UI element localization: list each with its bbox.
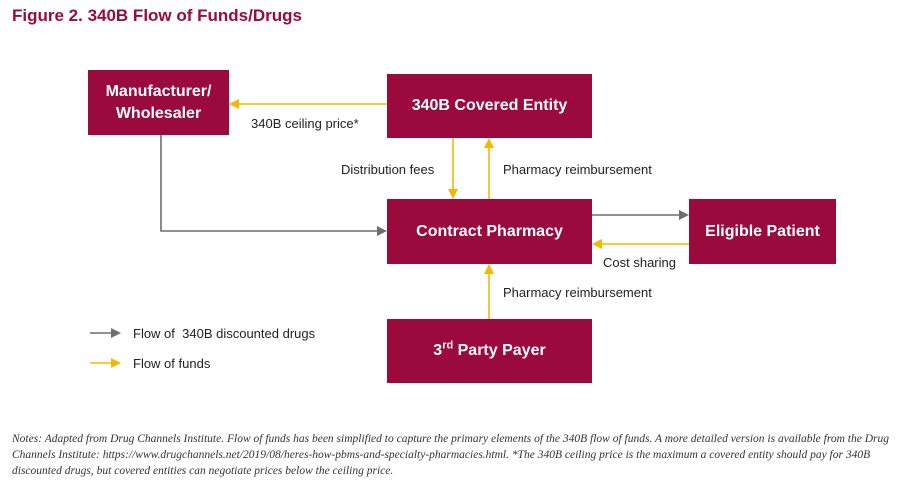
node-covered-entity: 340B Covered Entity	[387, 74, 592, 138]
drug-flow-manufacturer-to-pharmacy-arrow	[160, 135, 387, 236]
payer-prefix: 3	[433, 342, 443, 359]
label-cost-sharing: Cost sharing	[603, 255, 676, 270]
node-covered-entity-label: 340B Covered Entity	[411, 97, 568, 114]
label-pharmacy-reimbursement-top: Pharmacy reimbursement	[503, 162, 652, 177]
node-third-party-payer-label: 3rd Party Payer	[433, 340, 545, 362]
label-pharmacy-reimbursement-bottom: Pharmacy reimbursement	[503, 285, 652, 300]
payer-rest: Party Payer	[453, 342, 546, 359]
node-eligible-patient-label: Eligible Patient	[705, 222, 820, 240]
label-distribution-fees: Distribution fees	[341, 162, 435, 177]
node-third-party-payer: 3rd Party Payer	[387, 319, 592, 383]
node-contract-pharmacy: Contract Pharmacy	[387, 199, 592, 264]
label-ceiling-price: 340B ceiling price*	[251, 116, 359, 131]
node-eligible-patient: Eligible Patient	[689, 199, 836, 264]
legend-drugs-label: Flow of 340B discounted drugs	[133, 326, 316, 341]
figure-notes: Notes: Adapted from Drug Channels Instit…	[12, 433, 890, 477]
node-manufacturer-wholesaler: Manufacturer/ Wholesaler	[88, 70, 229, 135]
node-contract-pharmacy-label: Contract Pharmacy	[416, 222, 563, 240]
legend-funds-label: Flow of funds	[133, 356, 211, 371]
figure-title: Figure 2. 340B Flow of Funds/Drugs	[12, 6, 302, 25]
payer-ordinal-suffix: rd	[442, 339, 454, 352]
node-manufacturer-label: Manufacturer/ Wholesaler	[105, 82, 212, 122]
